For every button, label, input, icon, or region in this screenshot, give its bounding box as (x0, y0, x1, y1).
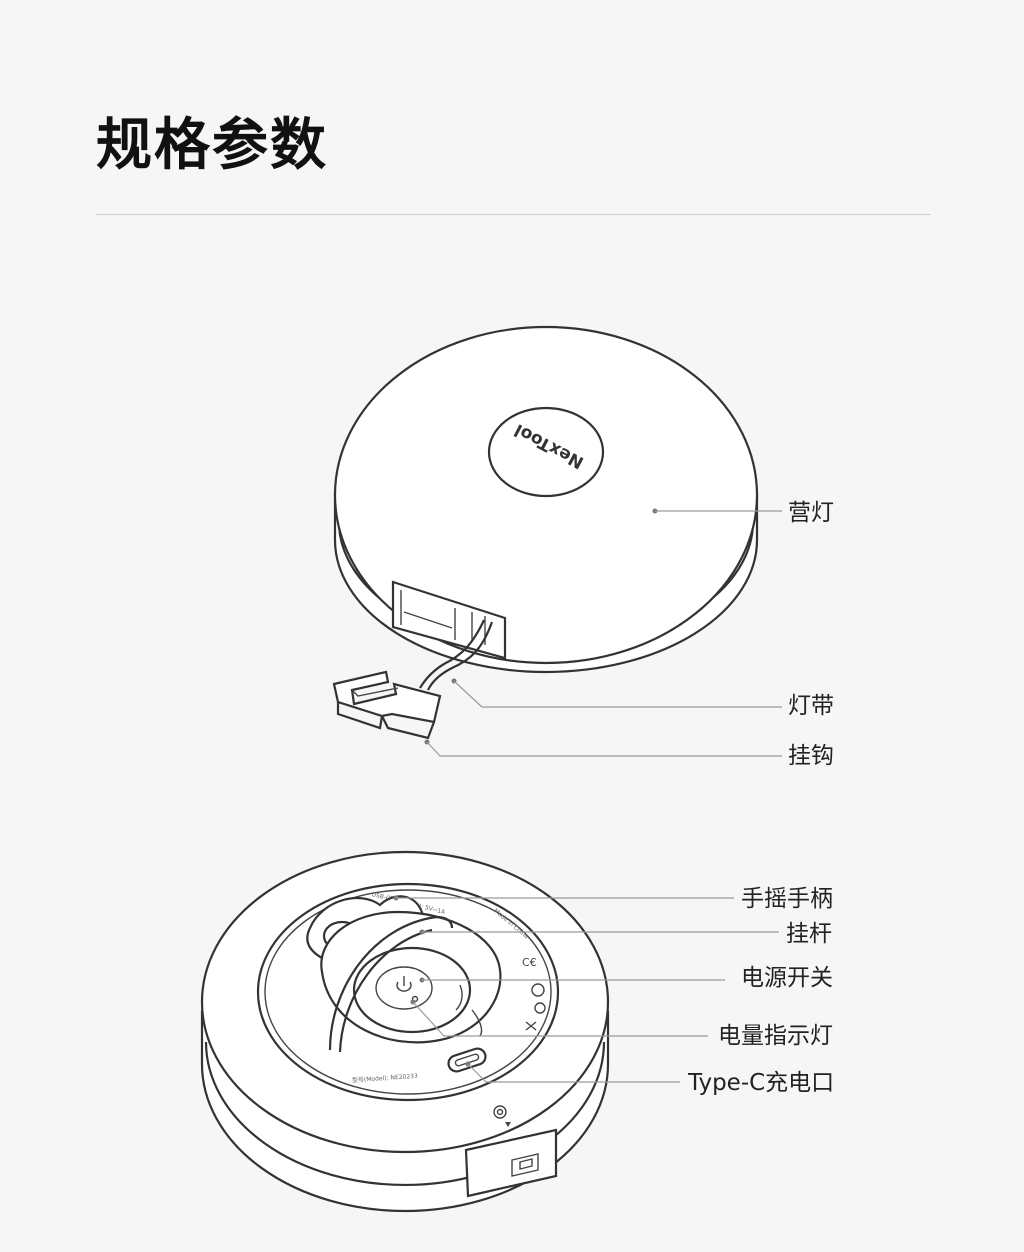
crank-knob (320, 910, 502, 1044)
side-port-slot (464, 1128, 558, 1198)
label-light-strip: 灯带 (788, 693, 834, 719)
title-divider (96, 214, 931, 215)
label-hanging-rod: 挂杆 (786, 921, 832, 947)
logo-disc (487, 406, 605, 498)
leader-hook (426, 741, 782, 757)
leader-light-strip (453, 680, 782, 708)
ce-mark: C€ (522, 956, 537, 969)
side-light-icon (493, 1105, 511, 1127)
hook-shape (332, 670, 442, 740)
camp-light-top-view: NexTool (332, 325, 759, 740)
camp-light-bottom-view: USB-C输入(Input): 5V⎓1A Made in China 型号(M… (200, 850, 610, 1213)
label-camp-light: 营灯 (788, 500, 834, 526)
leader-type-c-port (467, 1063, 680, 1083)
label-hand-crank-handle: 手摇手柄 (741, 886, 833, 912)
hanging-rod (328, 916, 454, 1051)
leader-battery-indicator (412, 1001, 708, 1037)
label-hook: 挂钩 (788, 743, 834, 769)
strip-slot (391, 580, 507, 660)
label-power-switch: 电源开关 (741, 965, 833, 991)
label-type-c-port: Type-C充电口 (688, 1070, 835, 1096)
page-title: 规格参数 (96, 113, 328, 178)
label-battery-indicator: 电量指示灯 (718, 1023, 833, 1049)
power-icon (396, 976, 412, 992)
